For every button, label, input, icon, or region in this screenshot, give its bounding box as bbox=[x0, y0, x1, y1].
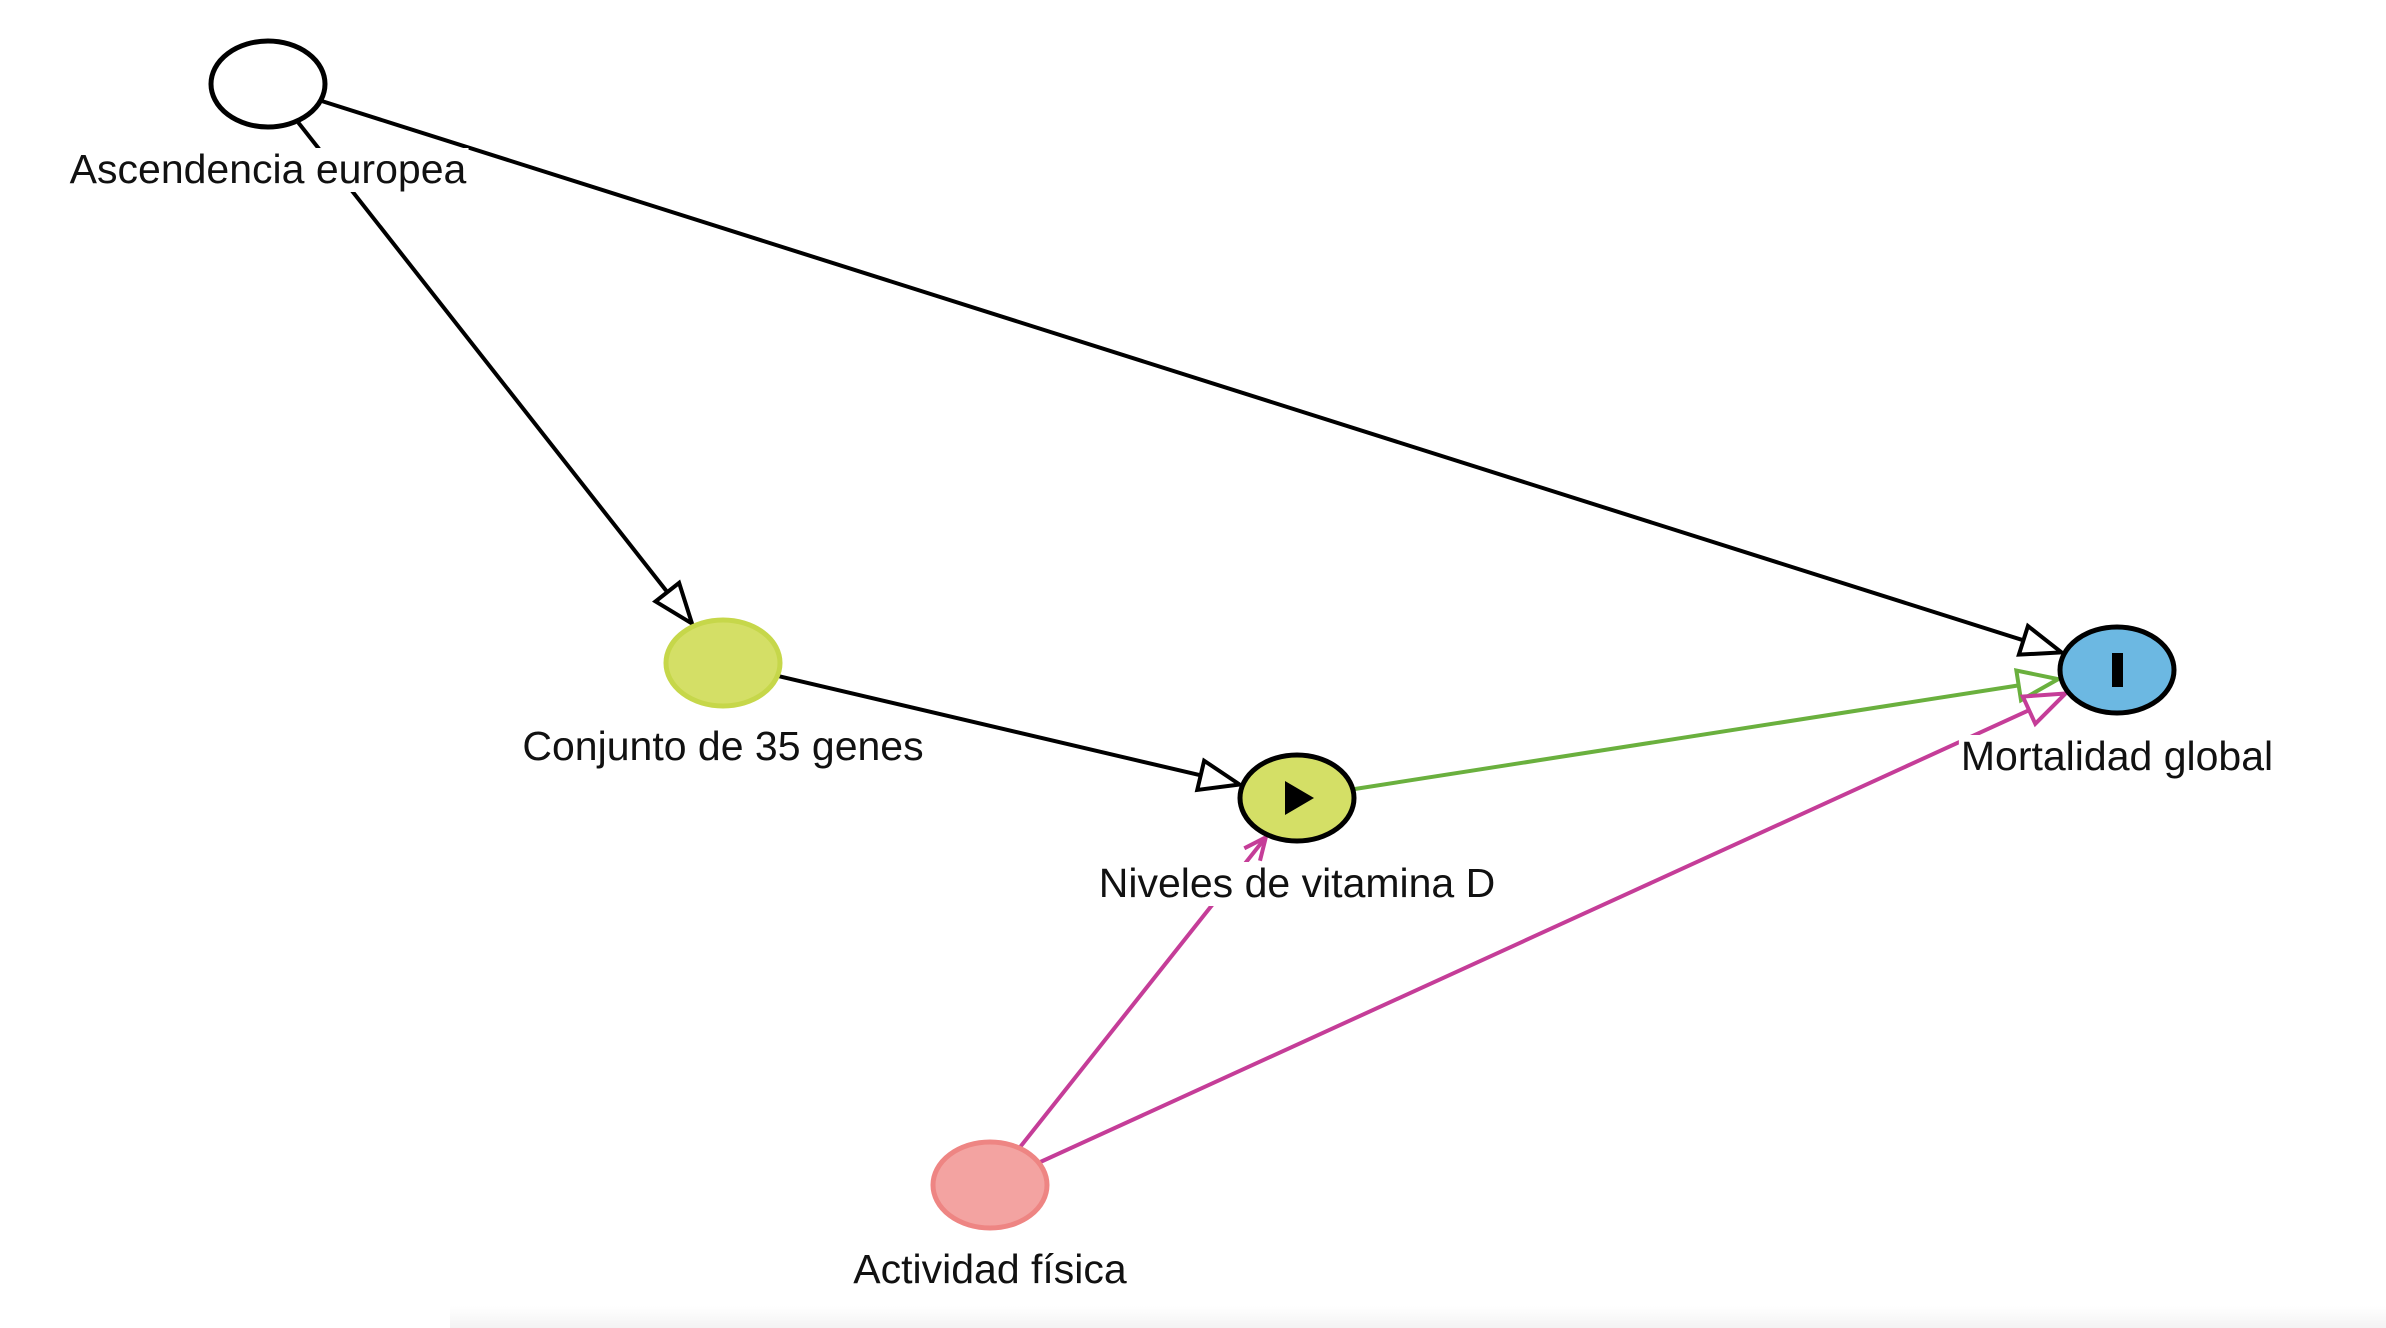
edge-line bbox=[1354, 683, 2019, 791]
arrowhead-icon bbox=[1243, 833, 1269, 862]
arrowhead-icon bbox=[652, 579, 696, 629]
node-mortality[interactable] bbox=[2057, 624, 2177, 716]
node-ellipse[interactable] bbox=[208, 38, 328, 130]
edge-line bbox=[1039, 708, 2030, 1164]
node-label-text: Ascendencia europea bbox=[70, 146, 467, 192]
edge-activity-to-mortality[interactable] bbox=[1039, 691, 2071, 1164]
node-genes[interactable] bbox=[663, 617, 783, 709]
edge-vitd-to-mortality[interactable] bbox=[1354, 667, 2064, 791]
label-background bbox=[520, 725, 926, 769]
arrowhead-icon bbox=[2019, 691, 2071, 728]
node-label-text: Conjunto de 35 genes bbox=[522, 723, 923, 769]
edge-genes-to-vitd[interactable] bbox=[778, 674, 1246, 793]
node-ellipse[interactable] bbox=[663, 617, 783, 709]
outcome-bar-icon bbox=[2112, 653, 2123, 687]
node-label-genes: Conjunto de 35 genes bbox=[520, 723, 926, 769]
edge-ancestry-to-mortality[interactable] bbox=[321, 99, 2067, 657]
edge-line bbox=[321, 99, 2025, 643]
edge-ancestry-to-genes[interactable] bbox=[296, 121, 696, 629]
node-label-text: Niveles de vitamina D bbox=[1099, 860, 1496, 906]
arrowhead-icon bbox=[2013, 667, 2064, 704]
arrowhead-icon bbox=[1194, 757, 1246, 793]
label-background bbox=[1096, 862, 1498, 906]
bottom-shadow bbox=[450, 1306, 2386, 1328]
node-label-text: Mortalidad global bbox=[1961, 733, 2273, 779]
label-background bbox=[67, 148, 469, 192]
node-label-text: Actividad física bbox=[853, 1246, 1127, 1292]
node-ancestry[interactable] bbox=[208, 38, 328, 130]
node-label-ancestry: Ascendencia europea bbox=[67, 146, 469, 192]
label-background bbox=[1958, 735, 2276, 779]
nodes-layer bbox=[208, 38, 2177, 1231]
edge-line bbox=[778, 674, 1202, 778]
play-icon bbox=[1285, 781, 1314, 815]
node-label-mortality: Mortalidad global bbox=[1958, 733, 2276, 779]
label-background bbox=[851, 1248, 1129, 1292]
node-activity[interactable] bbox=[930, 1139, 1050, 1231]
edges-layer bbox=[296, 99, 2071, 1164]
edge-line bbox=[296, 121, 669, 594]
node-label-activity: Actividad física bbox=[851, 1246, 1129, 1292]
node-ellipse[interactable] bbox=[930, 1139, 1050, 1231]
arrowhead-icon bbox=[2016, 622, 2067, 657]
node-vitd[interactable] bbox=[1237, 752, 1357, 844]
node-label-vitd: Niveles de vitamina D bbox=[1096, 860, 1498, 906]
